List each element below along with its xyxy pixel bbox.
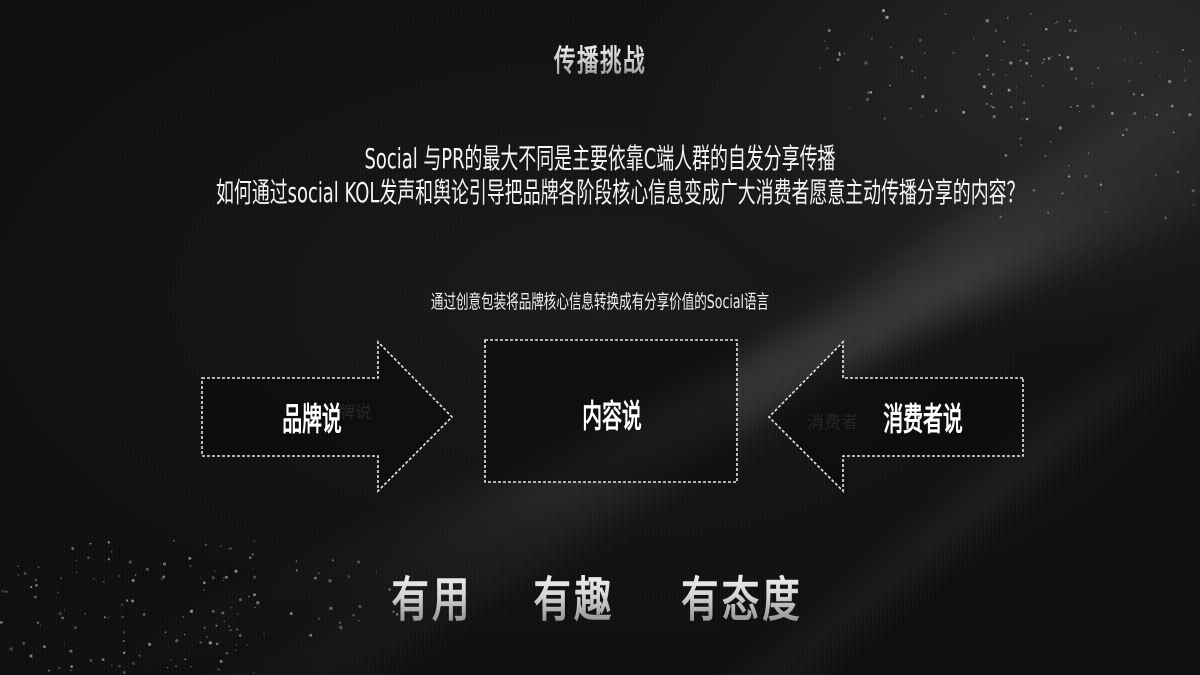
lead-line-1: Social 与PR的最大不同是主要依靠C端人群的自发分享传播 bbox=[364, 142, 836, 175]
content-label: 内容说 bbox=[582, 397, 642, 435]
consumer-arrow: 消费者 消费者说 bbox=[767, 340, 1025, 495]
consumer-label: 消费者说 bbox=[883, 400, 963, 438]
lead-line-2: 如何通过social KOL发声和舆论引导把品牌各阶段核心信息变成广大消费者愿意… bbox=[216, 176, 1025, 209]
consumer-ghost-label: 消费者 bbox=[807, 413, 858, 433]
slogan: 有用 有趣 有态度 bbox=[0, 560, 1200, 630]
right-arrow-outline-icon bbox=[201, 340, 454, 493]
slogan-item-useful: 有用 bbox=[391, 560, 472, 630]
brand-label: 品牌说 bbox=[282, 400, 342, 438]
dashed-rectangle-outline bbox=[484, 339, 738, 483]
page-title: 传播挑战 bbox=[168, 36, 1032, 80]
left-arrow-outline-icon bbox=[767, 340, 1024, 493]
diagram-subtitle: 通过创意包装将品牌核心信息转换成有分享价值的Social语言 bbox=[430, 291, 770, 313]
content-box: 内容说 bbox=[484, 339, 738, 483]
slogan-item-interesting: 有趣 bbox=[533, 560, 614, 630]
brand-arrow: 牌说 品牌说 bbox=[200, 340, 456, 495]
brand-ghost-label: 牌说 bbox=[338, 403, 372, 423]
slogan-item-attitude: 有态度 bbox=[681, 560, 803, 630]
